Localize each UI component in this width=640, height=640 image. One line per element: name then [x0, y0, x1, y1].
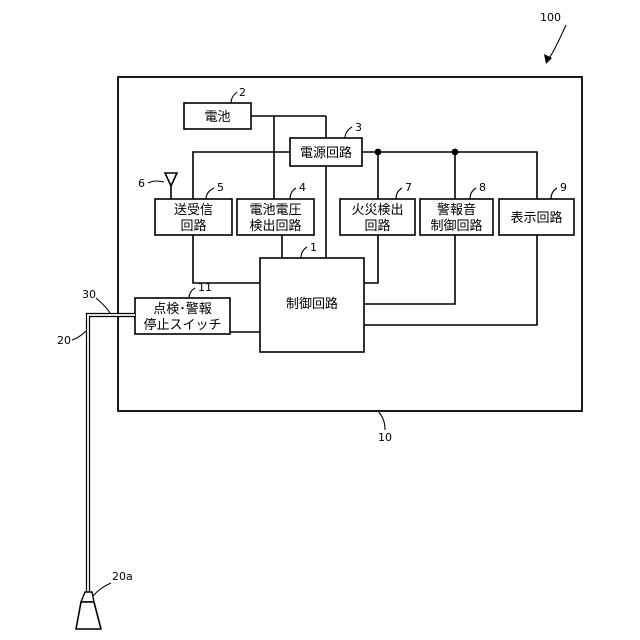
- leader-power-3: [345, 127, 352, 138]
- ref-cord-20: 20: [57, 334, 71, 347]
- leader-transceiver-5: [206, 188, 214, 199]
- voltage-detector-label-line2: 検出回路: [249, 218, 301, 234]
- junction-dot-fire: [375, 149, 382, 156]
- alarm-controller-label-line1: 警報音: [437, 202, 476, 218]
- switch-label-line2: 停止スイッチ: [143, 317, 221, 333]
- leader-cord-20: [72, 331, 86, 340]
- battery-label: 電池: [204, 110, 230, 125]
- fire-detector-label-line2: 回路: [364, 218, 390, 234]
- ref-battery-2: 2: [239, 86, 246, 99]
- leader-battery-2: [231, 92, 237, 103]
- transceiver-label-line1: 送受信: [174, 203, 213, 218]
- pull-handle-icon[interactable]: [76, 592, 101, 629]
- power-circuit-label: 電源回路: [300, 145, 352, 161]
- transceiver-label-line2: 回路: [180, 218, 206, 234]
- ref-device-100: 100: [540, 11, 561, 24]
- leader-housing-10: [378, 411, 385, 430]
- leader-alarm-8: [470, 188, 476, 199]
- display-circuit-label: 表示回路: [510, 210, 562, 226]
- wire-transceiver-control: [193, 235, 260, 283]
- ref-alarm-8: 8: [479, 181, 486, 194]
- ref-voltage-4: 4: [299, 181, 306, 194]
- leader-cord-cover-30: [96, 298, 110, 313]
- ref-display-9: 9: [560, 181, 567, 194]
- leader-cord-end-20a: [93, 583, 111, 596]
- ref-housing-10: 10: [378, 431, 392, 444]
- ref-cord-cover-30: 30: [82, 288, 96, 301]
- leader-switch-11: [189, 288, 195, 298]
- voltage-detector-label-line1: 電池電圧: [249, 203, 301, 218]
- control-circuit-label: 制御回路: [286, 296, 338, 312]
- antenna-icon: [165, 173, 177, 199]
- leader-antenna-6: [148, 181, 164, 183]
- leader-voltage-4: [290, 188, 296, 199]
- junction-dot-alarm: [452, 149, 459, 156]
- wire-fire-control: [364, 235, 378, 283]
- wire-display-control: [364, 235, 537, 325]
- switch-label-line1: 点検･警報: [153, 301, 212, 317]
- ref-power-3: 3: [355, 121, 362, 134]
- leader-display-9: [551, 188, 557, 199]
- leader-control-1: [301, 247, 307, 258]
- ref-switch-11: 11: [198, 281, 212, 294]
- leader-fire-7: [396, 188, 402, 199]
- arrow-device-100: [548, 25, 566, 60]
- wire-power-distribution: [362, 152, 537, 199]
- ref-fire-7: 7: [405, 181, 412, 194]
- ref-control-1: 1: [310, 241, 317, 254]
- ref-cord-end-20a: 20a: [112, 570, 133, 583]
- wire-power-transceiver: [193, 152, 290, 199]
- ref-antenna-6: 6: [138, 177, 145, 190]
- ref-transceiver-5: 5: [217, 181, 224, 194]
- pull-cord[interactable]: [88, 315, 135, 592]
- alarm-controller-label-line2: 制御回路: [430, 218, 482, 234]
- fire-detector-label-line1: 火災検出: [351, 203, 403, 218]
